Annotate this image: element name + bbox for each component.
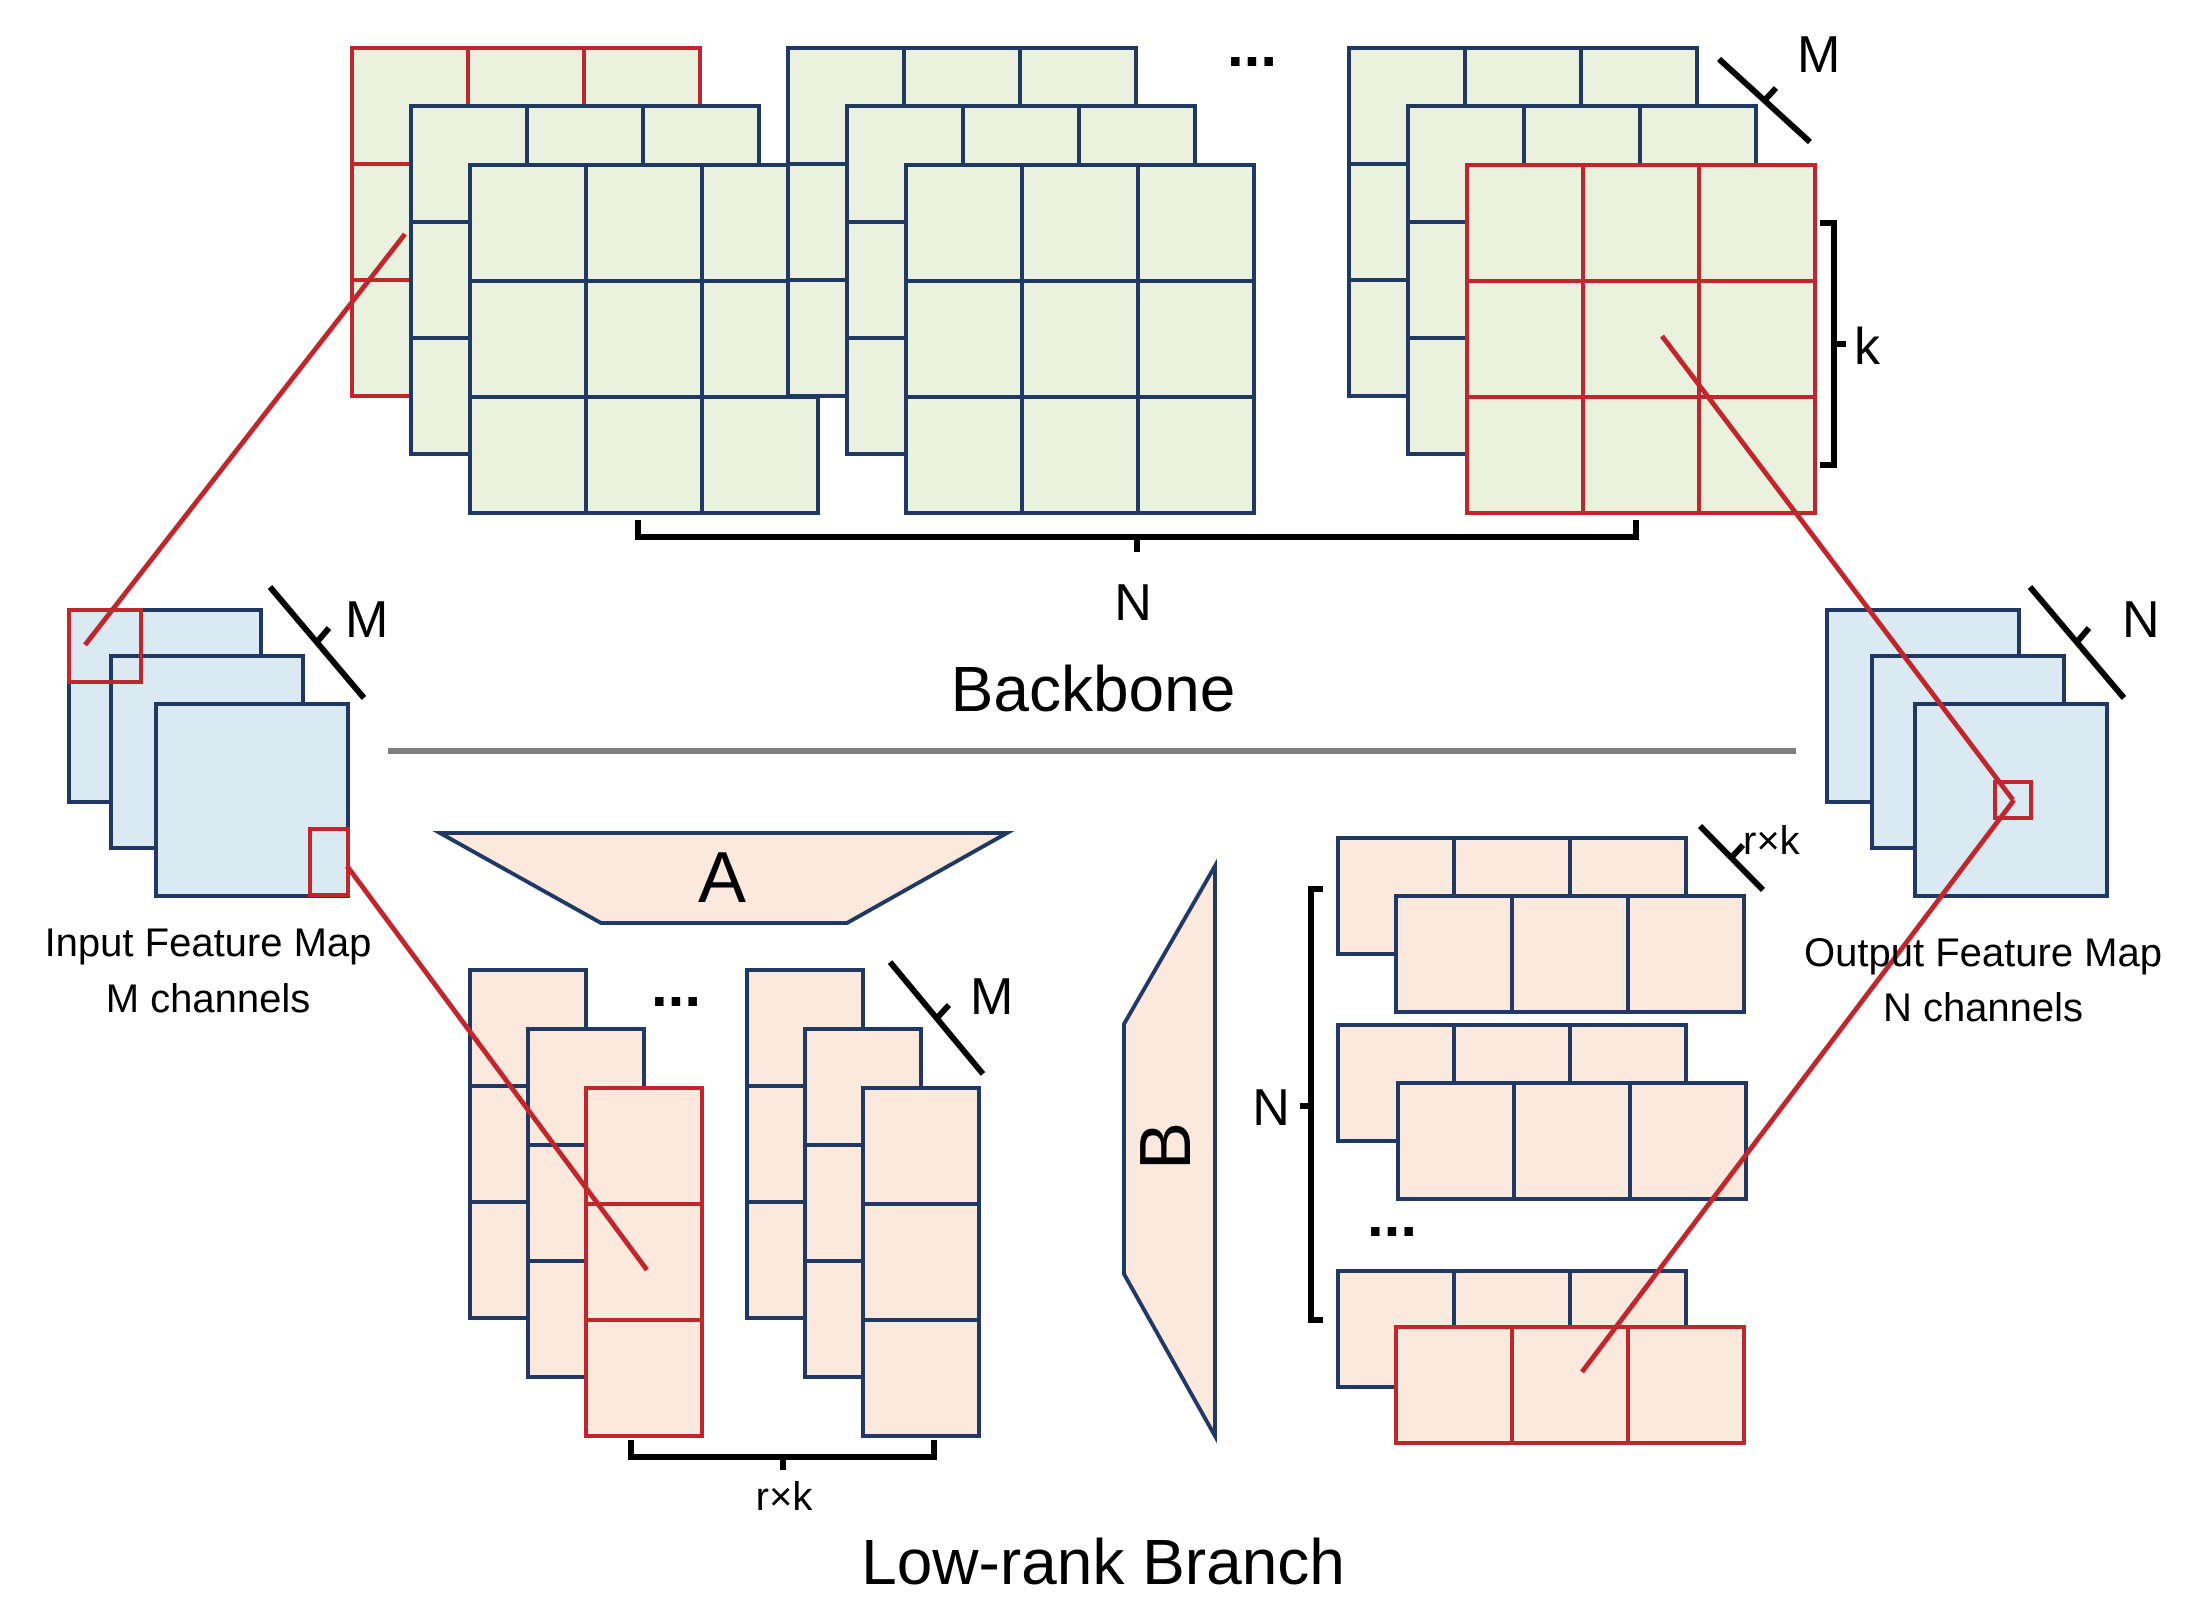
backbone-count-label: N: [1114, 574, 1152, 632]
input-channel-bracket: [267, 585, 367, 700]
b-count-bracket: [1300, 886, 1323, 1323]
output-channels-label: N channels: [1883, 986, 2083, 1030]
b-row-cell: [1396, 1081, 1748, 1201]
output-map-label: Output Feature Map: [1804, 931, 2162, 975]
kernel-cell: [1465, 163, 1817, 515]
connector-line: [1660, 334, 2015, 802]
a-ellipsis: ...: [651, 952, 701, 1019]
kernel-size-label: k: [1854, 318, 1881, 376]
input-receptive-field: [67, 608, 143, 684]
input-channel-count-label: M: [345, 591, 388, 649]
output-channel-bracket: [2027, 585, 2127, 700]
connector-line: [1580, 798, 2016, 1374]
kernel-cell: [904, 163, 1256, 515]
input-map-label: Input Feature Map: [45, 921, 372, 965]
b-depth-bracket: [1697, 823, 1766, 893]
input-receptive-field: [308, 827, 350, 897]
matrix-b-shape: [1122, 858, 1217, 1444]
b-row-cell: [1394, 1325, 1746, 1445]
b-ellipsis: ...: [1367, 1182, 1417, 1249]
a-column-cell: [861, 1086, 981, 1438]
a-depth-bracket: [887, 960, 986, 1076]
diagram-shapes: [67, 46, 2127, 1470]
b-count-label: N: [1252, 1079, 1290, 1137]
a-width-bracket: [628, 1440, 937, 1470]
output-channel-count-label: N: [2122, 591, 2160, 649]
backbone-title: Backbone: [951, 653, 1236, 725]
input-channels-label: M channels: [106, 977, 311, 1021]
matrix-b-label: B: [1126, 1122, 1206, 1170]
a-width-label: r×k: [756, 1475, 814, 1519]
b-depth-label: r×k: [1743, 819, 1801, 863]
lowrank-branch-title: Low-rank Branch: [861, 1526, 1345, 1598]
a-depth-label: M: [970, 968, 1013, 1026]
backbone-depth-label: M: [1797, 26, 1840, 84]
output-pixel: [1993, 780, 2033, 820]
backbone-ellipsis: ...: [1227, 12, 1277, 79]
b-row-cell: [1394, 894, 1746, 1014]
matrix-a-label: A: [698, 838, 746, 918]
matrix-a-shape: [432, 831, 1015, 925]
connector-line: [83, 232, 407, 647]
input-feature-map: [154, 702, 350, 898]
count-bracket: [635, 520, 1639, 552]
kernel-bracket: [1820, 220, 1846, 468]
depth-bracket: [1716, 56, 1813, 145]
kernel-cell: [468, 163, 820, 515]
connector-line: [344, 864, 650, 1272]
